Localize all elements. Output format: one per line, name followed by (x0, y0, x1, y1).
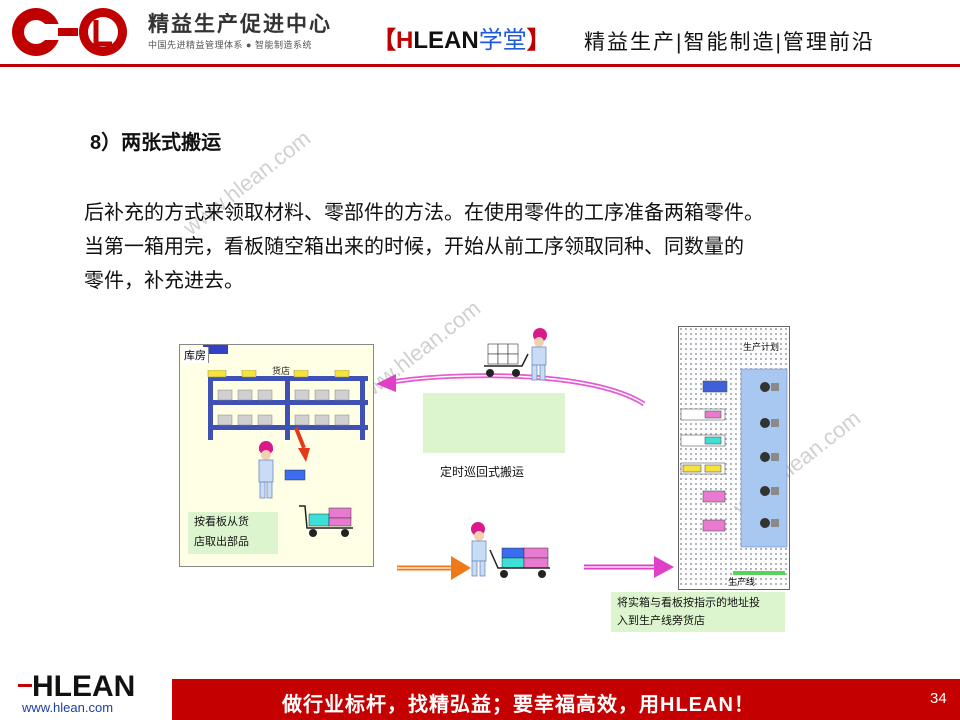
orange-arrow (397, 556, 471, 580)
paragraph-line: 当第一箱用完，看板随空箱出来的时候，开始从前工序领取同种、同数量的 (84, 236, 744, 258)
header-divider (0, 64, 960, 67)
storage-shelf-icon (207, 370, 368, 462)
route-label: 定时巡回式搬运 (440, 465, 525, 479)
warehouse-label: 库房 (182, 347, 209, 363)
cart-icon (299, 505, 353, 537)
delivery-note: 将实箱与看板按指示的地址投 入到生产线旁货店 (611, 592, 785, 632)
production-plan-label: 生产计划 (743, 340, 780, 353)
brand-subtitle: 中国先进精益管理体系 ● 智能制造系统 (148, 40, 312, 50)
worker-icon (258, 441, 306, 499)
worker-with-cart-icon (471, 522, 550, 578)
brand-name: 精益生产促进中心 (148, 13, 332, 36)
worker-with-cart-icon (484, 328, 547, 381)
footer-logo-icon: HLEAN (18, 670, 135, 702)
svg-text:HLEAN: HLEAN (32, 670, 135, 702)
paragraph-line: 后补充的方式来领取材料、零部件的方法。在使用零件的工序准备两箱零件。 (84, 202, 764, 224)
hlean-academy-tag: 【HLEAN学堂】 (372, 27, 551, 54)
production-line-graphic (679, 327, 788, 588)
production-line-label: 生产线 (728, 577, 756, 587)
page-number: 34 (930, 690, 947, 707)
return-arrow (376, 373, 646, 407)
footer-bar (172, 679, 960, 720)
footer-url: www.hlean.com (22, 700, 114, 715)
production-line-panel (678, 326, 790, 590)
section-title: 8）两张式搬运 (90, 132, 222, 154)
header-tagline: 精益生产|智能制造|管理前沿 (584, 31, 875, 54)
pick-note: 按看板从货 店取出部品 (188, 512, 278, 554)
warehouse-label-bar (203, 345, 228, 354)
brand-logo-icon (12, 8, 127, 56)
center-green-box (423, 393, 565, 453)
shop-label: 货店 (272, 366, 291, 376)
paragraph-line: 零件，补充进去。 (84, 270, 244, 292)
delivery-arrow (584, 556, 674, 578)
footer-slogan: 做行业标杆，找精弘益；要幸福高效，用HLEAN！ (282, 694, 755, 716)
